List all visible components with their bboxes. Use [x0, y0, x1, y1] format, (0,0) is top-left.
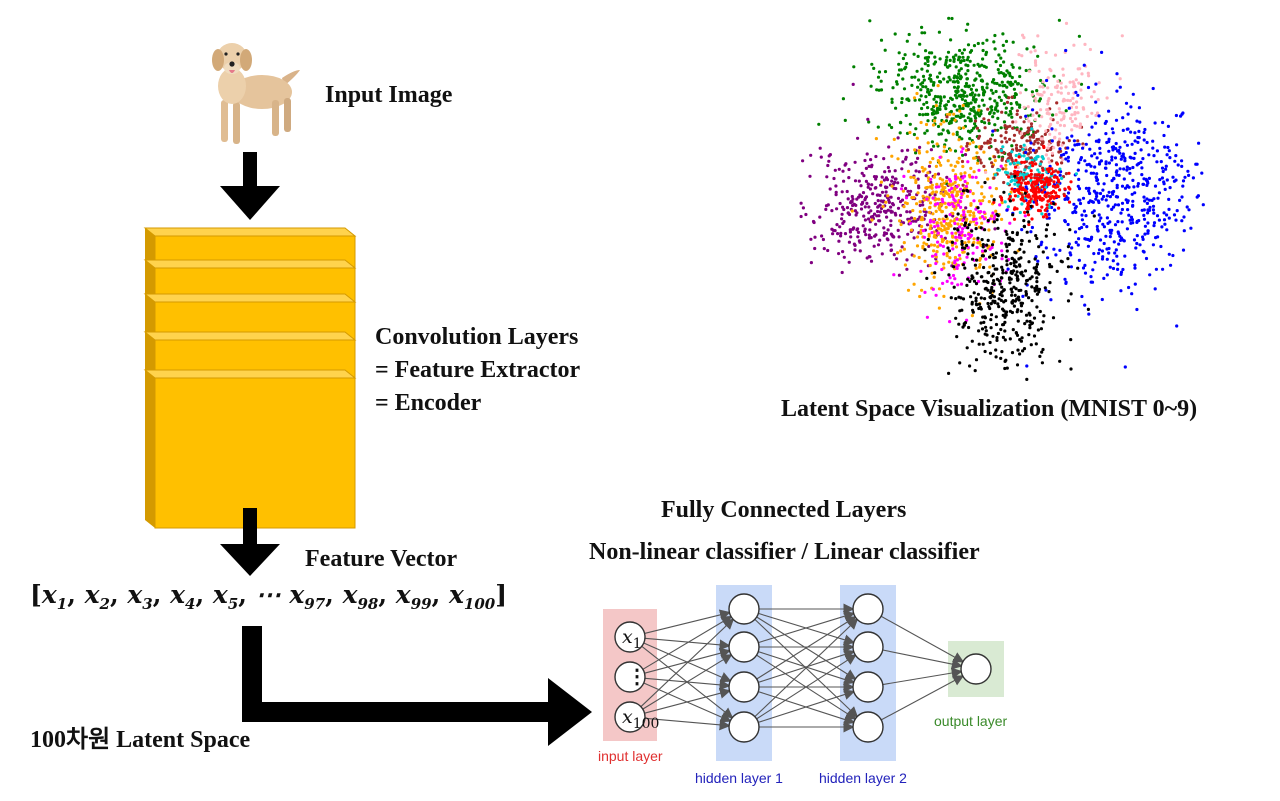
input-layer-label: input layer: [598, 748, 663, 764]
hidden-1-node: [728, 711, 760, 743]
connection-edge: [880, 615, 965, 663]
connection-edge: [642, 654, 733, 710]
connection-edge: [758, 649, 856, 683]
arrow-down-2: [220, 508, 280, 576]
connection-edge: [758, 610, 856, 644]
hidden-layer-2-label: hidden layer 2: [819, 770, 907, 786]
conv-label-line1: Convolution Layers: [375, 324, 579, 350]
input-node: [614, 661, 646, 693]
feature-term: x100: [448, 580, 496, 613]
connection-edge: [643, 642, 732, 683]
connection-edge: [882, 667, 963, 686]
latent-vis-caption: Latent Space Visualization (MNIST 0~9): [781, 396, 1198, 422]
feature-term: x5: [212, 580, 239, 613]
arrow-down-1: [220, 152, 280, 220]
output-layer-label: output layer: [934, 713, 1008, 729]
input-node-label: ⋮: [627, 664, 647, 688]
hidden-1-node: [728, 671, 760, 703]
feature-term: x1: [41, 580, 68, 613]
feature-term: x98: [342, 580, 379, 613]
connection-edge: [758, 689, 856, 723]
connection-edge: [644, 647, 731, 674]
connection-edge: [756, 654, 857, 720]
hidden-1-node: [728, 631, 760, 663]
connection-edge: [640, 618, 735, 708]
feature-vector-label: Feature Vector: [305, 546, 458, 572]
connection-edge: [644, 609, 731, 634]
connection-edge: [644, 717, 731, 731]
conv-label-line2: = Feature Extractor: [375, 357, 581, 383]
connection-edge: [643, 682, 732, 723]
fc-title: Fully Connected Layers: [661, 497, 907, 523]
hidden-2-node: [852, 671, 884, 703]
connection-edge: [644, 687, 731, 714]
hidden-1-node: [728, 593, 760, 625]
output-node: [960, 653, 992, 685]
connection-edge: [882, 649, 963, 670]
feature-term: ⋯ x97: [255, 580, 326, 613]
latent-scatter-plot: [799, 16, 1205, 381]
arrow-elbow: [242, 626, 592, 746]
neural-network: x1⋮x100: [603, 585, 1004, 761]
convolution-block: [143, 227, 357, 529]
input-node: [614, 621, 646, 653]
connection-edge: [758, 651, 856, 685]
connection-edge: [754, 618, 859, 718]
input-node: [614, 701, 646, 733]
connection-edge: [641, 645, 734, 719]
hidden-layer-1-label: hidden layer 1: [695, 770, 783, 786]
feature-term: x4: [170, 580, 196, 613]
connection-edge: [758, 691, 856, 725]
hidden-2-node: [852, 593, 884, 625]
connection-edge: [642, 615, 733, 670]
feature-vector-expression: [x1, x2, x3, x4, x5, ⋯ x97, x98, x99, x1…: [30, 580, 508, 613]
connection-edge: [880, 675, 965, 721]
fc-subtitle: Non-linear classifier / Linear classifie…: [589, 539, 980, 565]
connection-edge: [758, 612, 856, 646]
connection-edge: [644, 677, 731, 691]
feature-term: x99: [395, 580, 432, 613]
hidden-2-node: [852, 711, 884, 743]
connection-edge: [756, 616, 857, 680]
conv-label-line3: = Encoder: [375, 390, 482, 416]
dog-image: [212, 43, 300, 144]
feature-term: x3: [127, 580, 153, 613]
connection-edge: [756, 654, 857, 720]
input-image-label: Input Image: [325, 82, 453, 108]
hidden-2-node: [852, 631, 884, 663]
feature-term: x2: [84, 580, 110, 613]
latent-space-label: 100차원 Latent Space: [30, 727, 251, 753]
connection-edge: [644, 637, 731, 651]
